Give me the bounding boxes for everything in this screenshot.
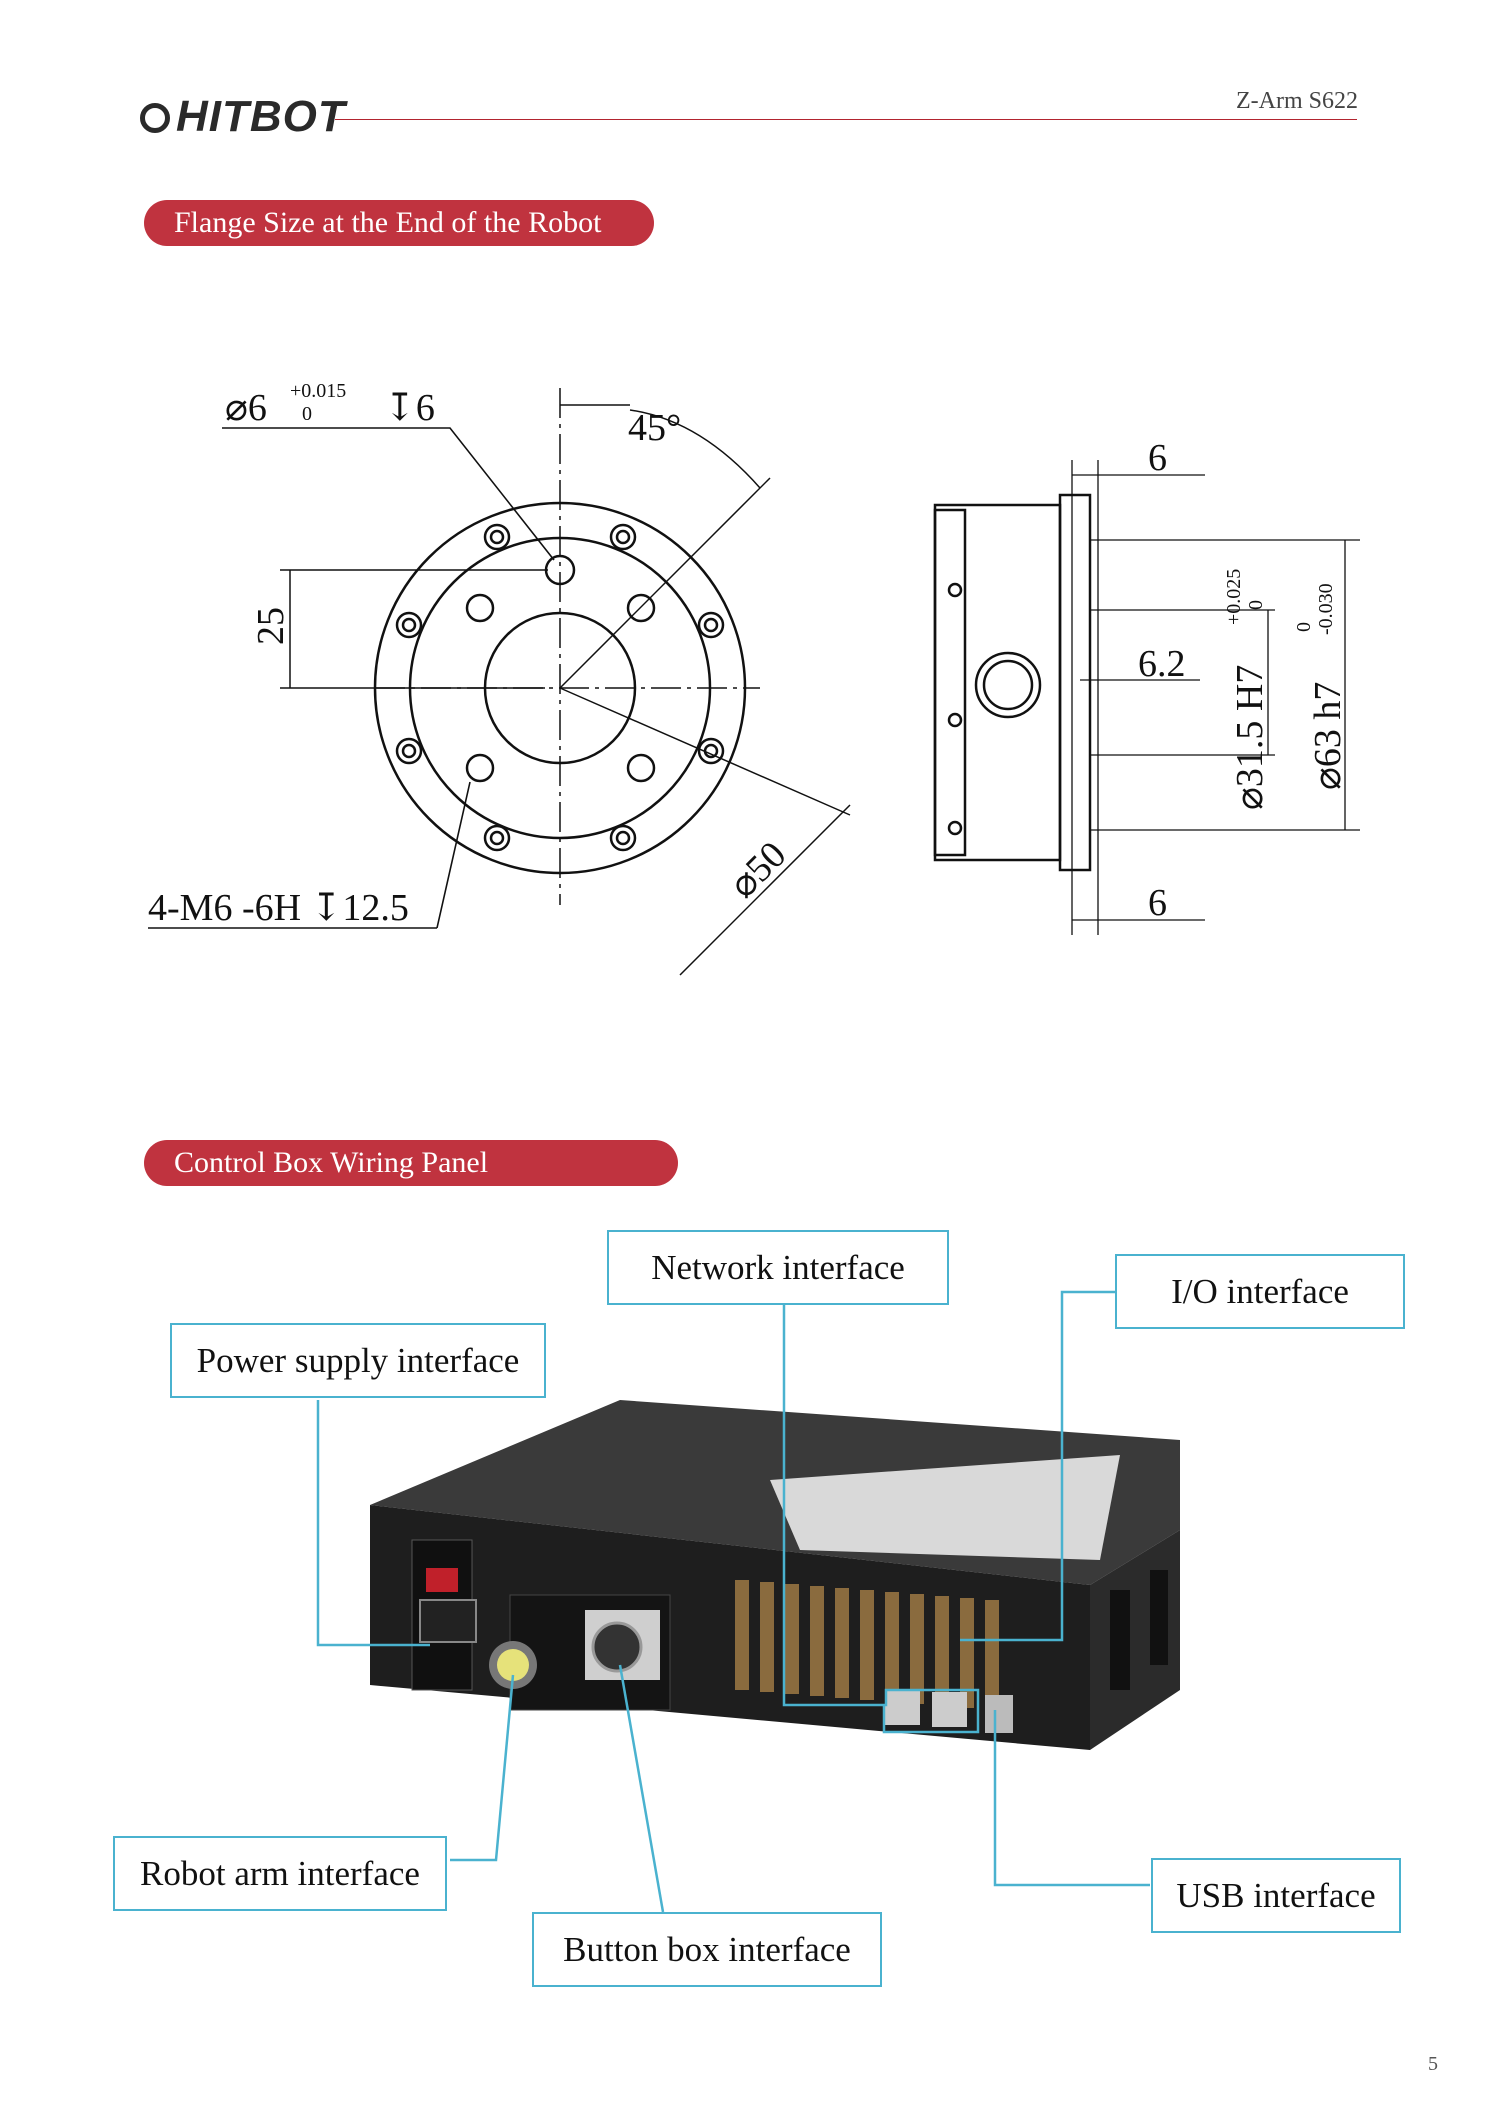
callout-power: Power supply interface xyxy=(170,1323,546,1398)
logo-text: HITBOT xyxy=(176,92,346,141)
io-leader xyxy=(960,1290,1115,1642)
m6-holes xyxy=(465,593,656,783)
side-mid-label: 6.2 xyxy=(1138,643,1186,685)
side-top-label: 6 xyxy=(1148,437,1167,479)
ethernet-port-1 xyxy=(885,1690,920,1725)
usb-leader xyxy=(993,1710,1150,1887)
hole-tol-lower: 0 xyxy=(302,403,312,425)
section-title-wiring: Control Box Wiring Panel xyxy=(144,1140,678,1186)
flange-drawing: ⌀6 +0.015 0 ↧6 45° 25 4-M6 -6H ↧12.5 ⌀50… xyxy=(148,380,1360,976)
box-label-plate xyxy=(770,1455,1120,1560)
button-box-connector xyxy=(591,1621,643,1673)
outer-tol-upper: 0 xyxy=(1293,622,1315,632)
page-number: 5 xyxy=(1428,2053,1438,2075)
model-name: Z-Arm S622 xyxy=(1236,88,1358,114)
outer-label: ⌀63 h7 xyxy=(1307,682,1349,790)
callout-network: Network interface xyxy=(607,1230,949,1305)
bore-tol-lower: 0 xyxy=(1245,600,1267,610)
callout-usb: USB interface xyxy=(1151,1858,1401,1933)
side-body xyxy=(933,503,1062,862)
angle-label: 45° xyxy=(628,407,681,449)
outer-tol-lower: -0.030 xyxy=(1315,583,1337,635)
logo-mark-icon xyxy=(140,103,170,133)
hole-depth-label: ↧6 xyxy=(384,387,435,429)
offset-label: 25 xyxy=(250,607,292,645)
side-bottom-label: 6 xyxy=(1148,882,1167,924)
hole-tol-upper: +0.015 xyxy=(290,380,346,402)
bore-label: ⌀31.5 H7 xyxy=(1229,665,1271,810)
button-box-leader xyxy=(618,1664,665,1913)
bolt-circle-label: ⌀50 xyxy=(722,834,795,907)
power-leader xyxy=(316,1400,430,1647)
robot-arm-leader xyxy=(450,1674,515,1862)
outer-bolt-holes xyxy=(395,523,725,852)
thread-label: 4-M6 -6H ↧12.5 xyxy=(148,887,409,929)
usb-port xyxy=(985,1695,1013,1733)
robot-arm-connector xyxy=(497,1649,529,1681)
hole-dia-label: ⌀6 xyxy=(225,387,267,429)
io-terminals xyxy=(735,1580,999,1710)
callout-robot-arm: Robot arm interface xyxy=(113,1836,447,1911)
callout-button-box: Button box interface xyxy=(532,1912,882,1987)
hitbot-logo: HITBOT xyxy=(140,92,346,142)
section-title-flange: Flange Size at the End of the Robot xyxy=(144,200,654,246)
network-leader xyxy=(782,1300,980,1734)
header-rule xyxy=(335,119,1357,120)
bore-tol-upper: +0.025 xyxy=(1223,569,1245,625)
power-switch xyxy=(426,1568,458,1592)
callout-io: I/O interface xyxy=(1115,1254,1405,1329)
control-box-illustration xyxy=(316,1290,1180,1913)
ethernet-port-2 xyxy=(932,1692,967,1727)
